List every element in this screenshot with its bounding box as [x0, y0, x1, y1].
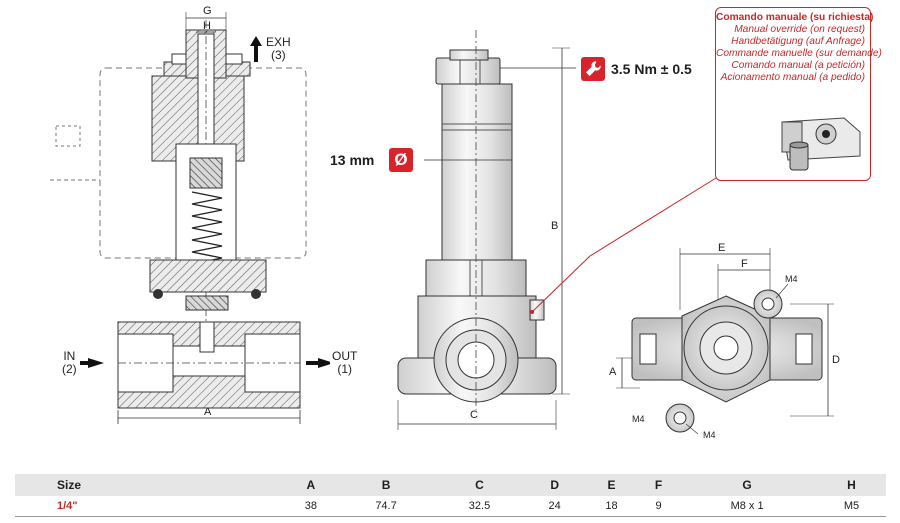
thread-bottom-left-label: M4 [632, 414, 645, 424]
cell-size: 1/4" [15, 496, 283, 517]
diameter-spec: 13 mm [330, 152, 375, 168]
dim-h-label: H [203, 20, 211, 32]
manual-override-illustration [781, 117, 861, 171]
table-row: 1/4" 38 74.7 32.5 24 18 9 M8 x 1 M5 [15, 496, 886, 517]
cell-g: M8 x 1 [677, 496, 817, 517]
section-view-drawing [50, 12, 330, 424]
front-view-drawing [397, 30, 590, 430]
in-label: IN [63, 349, 76, 363]
diameter-symbol: Ø [394, 150, 408, 169]
manual-override-callout: Comando manuale (su richiesta) Manual ov… [715, 7, 882, 181]
header-d: D [526, 474, 584, 496]
thread-top-label: M4 [785, 274, 798, 284]
torque-nut [435, 57, 501, 85]
callout-line-pt: Acionamento manual (a pedido) [720, 72, 865, 83]
header-g: G [677, 474, 817, 496]
wrench-icon [586, 61, 601, 76]
cell-a: 38 [282, 496, 340, 517]
callout-line-en: Manual override (on request) [734, 24, 865, 35]
out-port-label: OUT (1) [332, 350, 357, 376]
header-size: Size [15, 474, 283, 496]
dim-f-label: F [741, 258, 748, 270]
valve-flange [149, 259, 267, 293]
top-view-drawing [616, 248, 834, 435]
cell-d: 24 [526, 496, 584, 517]
dim-d-label: D [832, 354, 840, 366]
dim-c-label: C [470, 409, 478, 421]
coil-outline [99, 67, 307, 259]
header-h: H [816, 474, 886, 496]
table-header-row: Size A B C D E F G H [15, 474, 886, 496]
torque-spec: 3.5 Nm ± 0.5 [611, 61, 692, 77]
dim-a-label: A [204, 406, 212, 418]
callout-line-it: Comando manuale (su richiesta) [716, 12, 874, 23]
dim-e-label: E [718, 242, 726, 254]
in-port-number: (2) [62, 362, 77, 376]
connector-outline [55, 125, 81, 147]
diameter-icon: Ø [389, 148, 413, 172]
cell-b: 74.7 [339, 496, 433, 517]
exh-port-label: EXH (3) [266, 36, 291, 62]
out-port-number: (1) [337, 362, 352, 376]
in-arrow [88, 358, 104, 368]
cell-e: 18 [583, 496, 640, 517]
callout-line-fr: Commande manuelle (sur demande) [716, 48, 882, 59]
header-c: C [432, 474, 527, 496]
header-e: E [583, 474, 640, 496]
out-label: OUT [332, 349, 358, 363]
torque-icon-badge [581, 57, 605, 81]
tube [441, 83, 513, 261]
header-a: A [282, 474, 340, 496]
exh-label: EXH [266, 35, 291, 49]
dim-b-label: B [551, 220, 559, 232]
cell-c: 32.5 [432, 496, 527, 517]
header-f: F [639, 474, 678, 496]
exh-port-number: (3) [271, 48, 286, 62]
dim-a-right-label: A [609, 366, 617, 378]
cell-f: 9 [639, 496, 678, 517]
header-b: B [339, 474, 433, 496]
dim-g-label: G [203, 5, 212, 17]
in-port-label: IN (2) [62, 350, 77, 376]
out-arrow [318, 358, 330, 368]
cell-h: M5 [816, 496, 886, 517]
dimension-table: Size A B C D E F G H 1/4" 38 74.7 32.5 2… [15, 474, 886, 517]
callout-line-es: Comando manual (a petición) [731, 60, 865, 71]
thread-bottom-right-label: M4 [703, 430, 716, 440]
exh-arrow [250, 36, 262, 62]
callout-line-de: Handbetätigung (auf Anfrage) [731, 36, 865, 47]
